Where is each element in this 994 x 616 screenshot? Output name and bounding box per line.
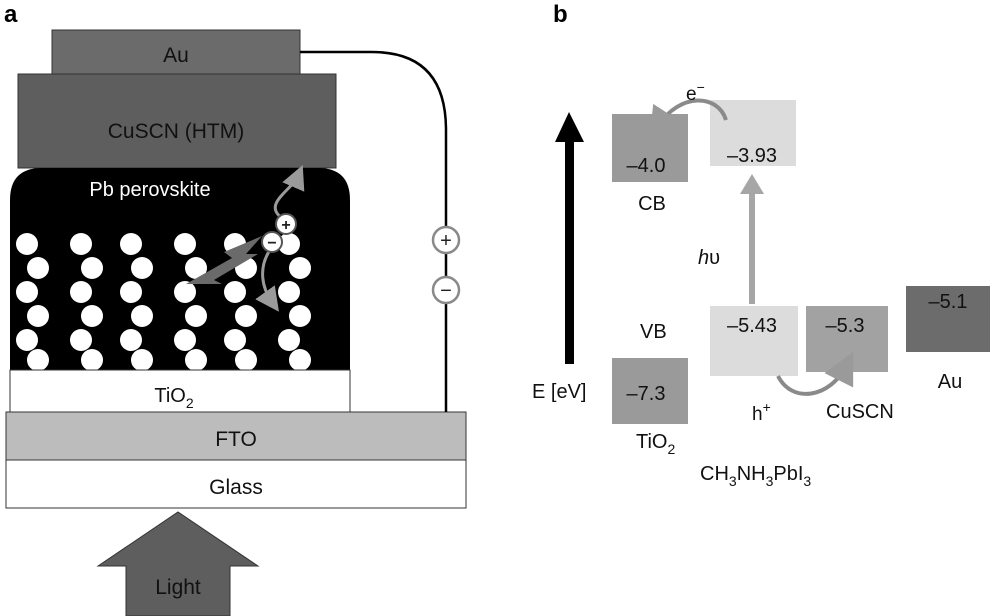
- tio2-nanoparticle: [120, 233, 142, 255]
- tio2-nanoparticle: [27, 349, 49, 371]
- panel-b-label: b: [553, 1, 568, 28]
- tio2-nanoparticle: [70, 233, 92, 255]
- cuscn-layer: [17, 73, 337, 169]
- lightning-bolt-icon: [186, 236, 262, 284]
- tio2-vb-box: [612, 358, 688, 424]
- au-layer: [51, 29, 301, 75]
- cuscn-material-label: CuSCN: [826, 401, 894, 423]
- tio2-nanoparticle: [81, 257, 103, 279]
- tio2-nanoparticle: [278, 281, 300, 303]
- negative-terminal-symbol: −: [440, 280, 452, 302]
- light-arrow-icon: [96, 511, 260, 616]
- perovskite-cb-box: [710, 100, 796, 166]
- light-label: Light: [155, 576, 201, 599]
- tio2-nanoparticle: [185, 305, 207, 327]
- electron-transfer-arrow: [649, 98, 728, 140]
- tio2-nanoparticle: [289, 349, 311, 371]
- hole-transfer-arrow: [776, 351, 854, 396]
- tio2-nanoparticle: [235, 305, 257, 327]
- energy-axis-label: E [eV]: [532, 381, 586, 403]
- tio2-nanoparticle: [185, 349, 207, 371]
- tio2-nanoparticle: [16, 233, 38, 255]
- tio2-material-label: TiO2: [636, 431, 675, 457]
- glass-layer: [5, 459, 467, 509]
- glass-layer-label: Glass: [209, 476, 263, 499]
- au-layer-label: Au: [163, 44, 189, 67]
- electron-charge-symbol: −: [267, 235, 276, 252]
- positive-terminal-symbol: +: [440, 230, 452, 252]
- tio2-layer: [9, 369, 351, 413]
- hole-charge-icon: [275, 213, 297, 235]
- tio2-nanoparticle: [224, 329, 246, 351]
- tio2-nanoparticle: [174, 281, 196, 303]
- tio2-nanoparticle: [174, 329, 196, 351]
- hole-path-arrow: [273, 164, 305, 220]
- tio2-nanoparticle: [120, 329, 142, 351]
- electron-charge-icon: [261, 231, 283, 253]
- tio2-nanoparticle: [16, 329, 38, 351]
- tio2-nanoparticle: [185, 257, 207, 279]
- tio2-nanoparticle: [289, 257, 311, 279]
- energy-diagram: E [eV] –4.0 CB –3.93 e− hυ VB –5.43 –5.3…: [532, 79, 990, 489]
- perovskite-vb-box: [710, 306, 798, 376]
- electron-label: e−: [686, 79, 705, 105]
- perovskite-vb-value: –5.43: [727, 315, 777, 337]
- tio2-nanoparticle: [131, 257, 153, 279]
- hole-label: h+: [752, 399, 771, 425]
- excitation-arrowhead: [740, 174, 764, 194]
- energy-axis-shaft: [565, 140, 574, 364]
- perovskite-cb-value: –3.93: [727, 145, 777, 167]
- au-level-box: [906, 286, 990, 352]
- cuscn-vb-value: –5.3: [826, 315, 865, 337]
- tio2-nanoparticle: [224, 281, 246, 303]
- tio2-nanoparticle: [16, 281, 38, 303]
- au-material-label: Au: [938, 371, 962, 393]
- tio2-nanoparticle: [120, 281, 142, 303]
- au-level-value: –5.1: [929, 291, 968, 313]
- electron-path-arrow: [255, 249, 279, 312]
- tio2-nanoparticle: [81, 305, 103, 327]
- fto-layer-label: FTO: [215, 428, 257, 451]
- tio2-nanoparticle: [289, 305, 311, 327]
- panel-a-label: a: [4, 1, 18, 28]
- tio2-nanoparticle: [235, 349, 257, 371]
- tio2-nanoparticle: [131, 349, 153, 371]
- hole-charge-symbol: +: [281, 217, 290, 234]
- cb-label: CB: [638, 193, 666, 215]
- tio2-nanoparticle: [70, 329, 92, 351]
- tio2-nanoparticle: [174, 233, 196, 255]
- tio2-layer-label: TiO2: [154, 385, 193, 411]
- tio2-nanoparticle-chains: [16, 233, 311, 371]
- energy-axis-arrowhead: [555, 112, 584, 142]
- tio2-cb-value: –4.0: [627, 155, 666, 177]
- cuscn-layer-label: CuSCN (HTM): [108, 120, 245, 143]
- tio2-nanoparticle: [278, 233, 300, 255]
- photon-energy-label: hυ: [698, 247, 720, 269]
- tio2-nanoparticle: [27, 305, 49, 327]
- perovskite-formula-label: CH3NH3PbI3: [700, 463, 811, 489]
- vb-label: VB: [640, 321, 667, 343]
- tio2-nanoparticle: [81, 349, 103, 371]
- tio2-vb-value: –7.3: [627, 383, 666, 405]
- tio2-nanoparticle: [278, 329, 300, 351]
- positive-terminal-icon: [431, 225, 461, 255]
- negative-terminal-icon: [431, 275, 461, 305]
- tio2-nanoparticle: [27, 257, 49, 279]
- external-circuit-wire: [300, 50, 448, 412]
- device-stack: Au CuSCN (HTM) Pb perovskite + − TiO2 FT…: [5, 29, 467, 616]
- tio2-nanoparticle: [131, 305, 153, 327]
- perovskite-layer-label: Pb perovskite: [89, 179, 210, 201]
- tio2-nanoparticle: [70, 281, 92, 303]
- fto-layer: [5, 411, 467, 461]
